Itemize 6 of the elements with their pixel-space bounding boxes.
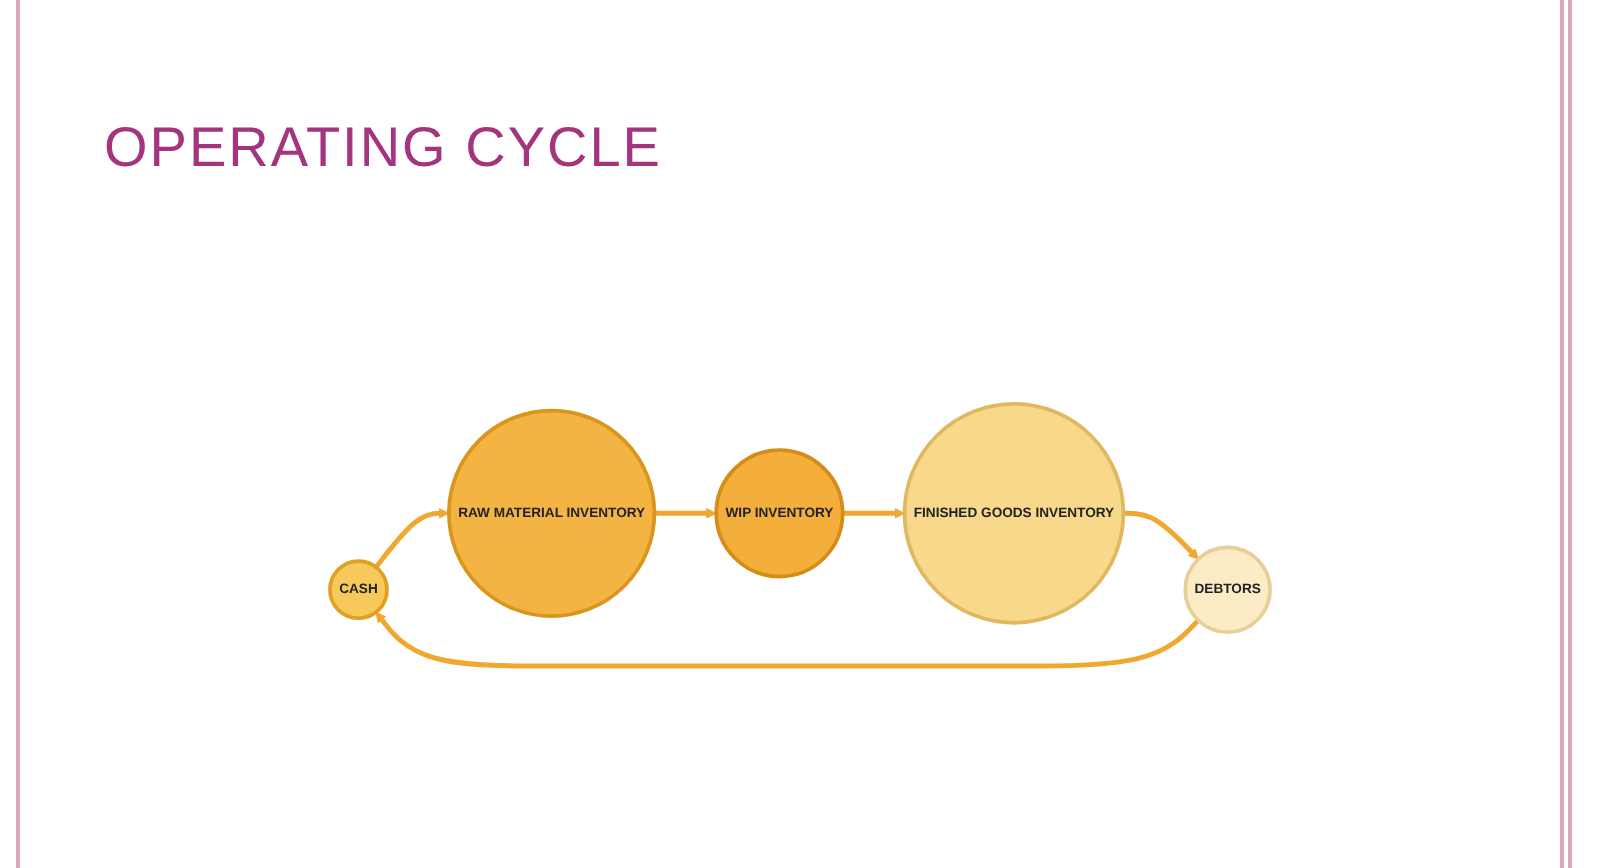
arrow [375,611,1201,669]
arrow [374,507,450,569]
arrow [842,507,905,519]
arrow [1123,510,1199,560]
slide-title: OPERATING CYCLE [104,116,662,180]
arrow [654,507,717,519]
